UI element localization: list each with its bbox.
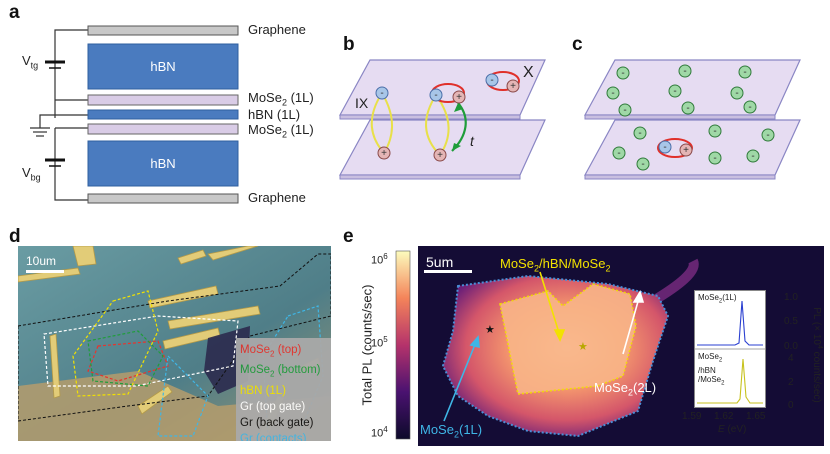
mose2-bottom-label: MoSe2 (1L) bbox=[248, 122, 314, 140]
inset-top-label: MoSe2(1L) bbox=[698, 293, 737, 305]
svg-text:+: + bbox=[381, 148, 387, 159]
colorbar-tick: 105 bbox=[371, 335, 388, 350]
micrograph-legend: MoSe2 (top) MoSe2 (bottom) hBN (1L) Gr (top… bbox=[236, 338, 331, 441]
legend-item: MoSe2 (bottom) bbox=[240, 364, 321, 379]
inset-ytick-bottom: 2 bbox=[788, 377, 794, 388]
svg-text:-: - bbox=[621, 68, 624, 79]
svg-text:-: - bbox=[673, 86, 676, 97]
label-ix: IX bbox=[355, 95, 369, 111]
inset-ytick-bottom: 4 bbox=[788, 353, 794, 364]
svg-text:+: + bbox=[437, 150, 443, 161]
label-mose2-1l: MoSe2(1L) bbox=[420, 422, 483, 440]
optical-micrograph: 10um MoSe2 (top) MoSe2 (bottom) hBN (1L) Gr… bbox=[18, 246, 331, 441]
inset-ytick-top: 1.0 bbox=[784, 292, 798, 303]
svg-text:+: + bbox=[510, 81, 516, 92]
mose2-top-label: MoSe2 (1L) bbox=[248, 90, 314, 108]
pl-colorbar bbox=[395, 250, 411, 440]
vbg-label: Vbg bbox=[22, 165, 41, 183]
svg-text:-: - bbox=[743, 67, 746, 78]
label-heterostructure: MoSe2/hBN/MoSe2 bbox=[500, 256, 611, 274]
legend-item: hBN (1L) bbox=[240, 384, 287, 397]
label-mose2-2l: MoSe2(2L) bbox=[594, 380, 657, 398]
svg-text:-: - bbox=[683, 66, 686, 77]
vtg-label: Vtg bbox=[22, 53, 39, 71]
svg-text:-: - bbox=[623, 105, 626, 116]
inset-xtick: 1.62 bbox=[714, 411, 734, 422]
hbn-top-label: hBN bbox=[150, 59, 176, 74]
svg-text:-: - bbox=[751, 151, 754, 162]
svg-text:-: - bbox=[766, 130, 769, 141]
graphene-top-label: Graphene bbox=[248, 22, 306, 37]
legend-item: Gr (contacts) bbox=[240, 432, 307, 441]
legend-item: Gr (top gate) bbox=[240, 400, 306, 413]
pl-map: ★ ★ 5um MoSe2/hBN/MoSe2 MoSe2(2L) MoSe2(… bbox=[418, 246, 824, 446]
inset-ylabel: PL (× 104 counts/sec) bbox=[810, 307, 824, 403]
hbn-bottom-label: hBN bbox=[150, 156, 176, 171]
panel-d-letter: d bbox=[9, 226, 21, 247]
panel-b-exciton-diagram: - - - + + + + bbox=[338, 59, 546, 180]
inset-ytick-bottom: 0 bbox=[788, 400, 794, 411]
hbn-mid-label: hBN (1L) bbox=[248, 107, 301, 122]
panel-e-letter: e bbox=[343, 226, 354, 247]
inset-ytick-top: 0.5 bbox=[784, 316, 798, 327]
svg-text:-: - bbox=[638, 128, 641, 139]
inset-bottom-label: MoSe2 /hBN /MoSe2 bbox=[698, 352, 725, 387]
label-x: X bbox=[523, 64, 534, 81]
svg-text:-: - bbox=[434, 90, 437, 101]
svg-text:+: + bbox=[683, 145, 689, 156]
legend-item: Gr (back gate) bbox=[240, 416, 314, 429]
label-t: t bbox=[470, 133, 474, 149]
svg-text:-: - bbox=[748, 102, 751, 113]
panel-c-letter: c bbox=[572, 34, 583, 55]
svg-text:-: - bbox=[641, 159, 644, 170]
svg-text:-: - bbox=[686, 103, 689, 114]
inset-xlabel: E (eV) bbox=[718, 424, 747, 435]
svg-text:★: ★ bbox=[578, 341, 588, 353]
panel-b-letter: b bbox=[343, 34, 355, 55]
colorbar-tick: 106 bbox=[371, 252, 388, 267]
svg-text:-: - bbox=[611, 88, 614, 99]
inset-xtick: 1.59 bbox=[682, 411, 702, 422]
svg-text:-: - bbox=[490, 75, 493, 86]
svg-text:-: - bbox=[663, 142, 666, 153]
svg-text:+: + bbox=[456, 92, 462, 103]
panel-a-letter: a bbox=[9, 2, 20, 23]
inset-ytick-top: 0.0 bbox=[784, 341, 798, 352]
svg-text:-: - bbox=[380, 88, 383, 99]
micrograph-scalebar-label: 10um bbox=[26, 254, 57, 268]
spectra-inset: MoSe2(1L) MoSe2 /hBN /MoSe2 bbox=[694, 290, 766, 408]
svg-text:★: ★ bbox=[485, 324, 495, 336]
inset-xtick: 1.65 bbox=[746, 411, 766, 422]
legend-item: MoSe2 (top) bbox=[240, 344, 302, 359]
colorbar-tick: 104 bbox=[371, 425, 388, 440]
svg-text:-: - bbox=[713, 153, 716, 164]
graphene-bottom-label: Graphene bbox=[248, 190, 306, 205]
svg-text:-: - bbox=[735, 88, 738, 99]
panel-a-stack-diagram bbox=[30, 25, 239, 204]
inset-ylabel-wrap: PL (× 104 counts/sec) bbox=[806, 290, 828, 420]
svg-text:-: - bbox=[713, 126, 716, 137]
panel-c-electron-diagram: --- --- --- --- --- --+ bbox=[583, 59, 801, 180]
svg-text:-: - bbox=[617, 148, 620, 159]
plmap-scalebar-label: 5um bbox=[426, 254, 454, 270]
